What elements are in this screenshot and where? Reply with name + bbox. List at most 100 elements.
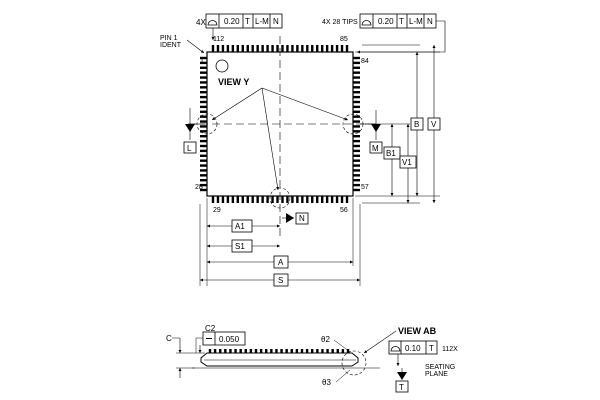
lead bbox=[353, 159, 360, 162]
lead bbox=[285, 349, 288, 353]
lead bbox=[345, 196, 349, 203]
lead bbox=[353, 188, 360, 192]
leads-top bbox=[211, 45, 349, 52]
lead bbox=[216, 45, 220, 52]
dim-v: V bbox=[427, 45, 441, 203]
datum-l-label: L bbox=[187, 144, 192, 153]
lead bbox=[251, 45, 254, 52]
fcf-top-right-datum2: L-M bbox=[409, 17, 423, 26]
leads-right bbox=[353, 56, 360, 192]
dim-s1-label: S1 bbox=[235, 242, 245, 251]
lead bbox=[259, 349, 263, 353]
lead bbox=[341, 349, 345, 353]
pin-label-28: 28 bbox=[195, 184, 203, 191]
theta3-label: θ3 bbox=[322, 378, 331, 387]
lead bbox=[353, 105, 360, 109]
lead bbox=[256, 45, 259, 52]
lead bbox=[208, 349, 212, 353]
lead bbox=[291, 45, 294, 52]
lead bbox=[296, 45, 299, 52]
lead bbox=[200, 144, 207, 148]
dim-a-label: A bbox=[278, 258, 284, 267]
datum-n: N bbox=[282, 212, 309, 225]
lead bbox=[353, 71, 360, 74]
dim-v-label: V bbox=[431, 120, 437, 129]
lead bbox=[246, 196, 249, 203]
theta2-leader bbox=[333, 339, 351, 353]
lead bbox=[353, 76, 360, 79]
fcf-seat-datum: T bbox=[429, 344, 434, 353]
lead bbox=[335, 196, 339, 203]
pin-label-1: 1 bbox=[200, 58, 204, 65]
lead bbox=[200, 130, 207, 133]
lead bbox=[200, 120, 207, 123]
lead bbox=[226, 196, 230, 203]
lead bbox=[353, 135, 360, 138]
lead bbox=[275, 349, 278, 353]
lead bbox=[353, 149, 360, 153]
lead bbox=[330, 196, 334, 203]
lead bbox=[295, 349, 299, 353]
lead bbox=[353, 174, 360, 177]
datum-m: M bbox=[360, 110, 383, 154]
dim-b1-label: B1 bbox=[386, 149, 396, 158]
package-side-view bbox=[192, 349, 380, 376]
lead bbox=[271, 45, 274, 52]
datum-t: T bbox=[395, 368, 409, 393]
lead bbox=[353, 86, 360, 89]
lead bbox=[200, 125, 207, 128]
lead bbox=[301, 196, 304, 203]
lead bbox=[236, 45, 240, 52]
lead bbox=[311, 196, 314, 203]
dim-b: B bbox=[410, 52, 424, 196]
lead bbox=[336, 349, 339, 353]
lead bbox=[200, 81, 207, 84]
dim-s1: S1 bbox=[207, 239, 280, 253]
fcf-seat-count: 112X bbox=[442, 346, 458, 353]
view-y-leader bbox=[261, 87, 280, 191]
lead bbox=[276, 196, 279, 203]
fcf-top-right-datum1: T bbox=[399, 17, 404, 26]
side-leads bbox=[208, 349, 350, 353]
lead bbox=[316, 349, 319, 353]
lead bbox=[200, 76, 207, 79]
dim-b1: B1 bbox=[383, 124, 401, 196]
lead bbox=[353, 179, 360, 182]
lead bbox=[353, 139, 360, 143]
theta3-leader bbox=[335, 369, 351, 383]
lead bbox=[321, 349, 324, 353]
lead bbox=[200, 164, 207, 167]
lead bbox=[200, 174, 207, 177]
lead bbox=[330, 45, 334, 52]
lead bbox=[226, 45, 230, 52]
lead bbox=[200, 66, 207, 69]
fcf-top-left-datum3: N bbox=[273, 17, 279, 26]
lead bbox=[353, 115, 360, 118]
lead bbox=[353, 183, 360, 187]
datum-l: L bbox=[183, 108, 205, 154]
lead bbox=[200, 188, 207, 192]
fcf-top-right-value: 0.20 bbox=[378, 17, 394, 26]
lead bbox=[353, 164, 360, 167]
lead bbox=[345, 45, 349, 52]
fcf-seating: 0.10 T 112X bbox=[388, 340, 458, 366]
lead bbox=[280, 349, 283, 353]
lead bbox=[241, 196, 244, 203]
lead bbox=[300, 349, 304, 353]
lead bbox=[200, 61, 207, 65]
fcf-top-right-datum3: N bbox=[427, 17, 433, 26]
fcf-top-left: 4X 0.20 T L-M N bbox=[196, 13, 283, 29]
lead bbox=[353, 125, 360, 128]
lead bbox=[335, 45, 339, 52]
lead bbox=[200, 56, 207, 60]
lead bbox=[200, 110, 207, 113]
lead bbox=[353, 61, 360, 65]
lead bbox=[353, 120, 360, 123]
fcf-top-right-count: 4X 28 TIPS bbox=[322, 19, 358, 26]
pin1-marker bbox=[215, 59, 229, 73]
lead bbox=[261, 45, 264, 52]
dim-s-label: S bbox=[278, 276, 283, 285]
lead bbox=[353, 81, 360, 84]
lead bbox=[256, 196, 259, 203]
lead bbox=[200, 169, 207, 172]
